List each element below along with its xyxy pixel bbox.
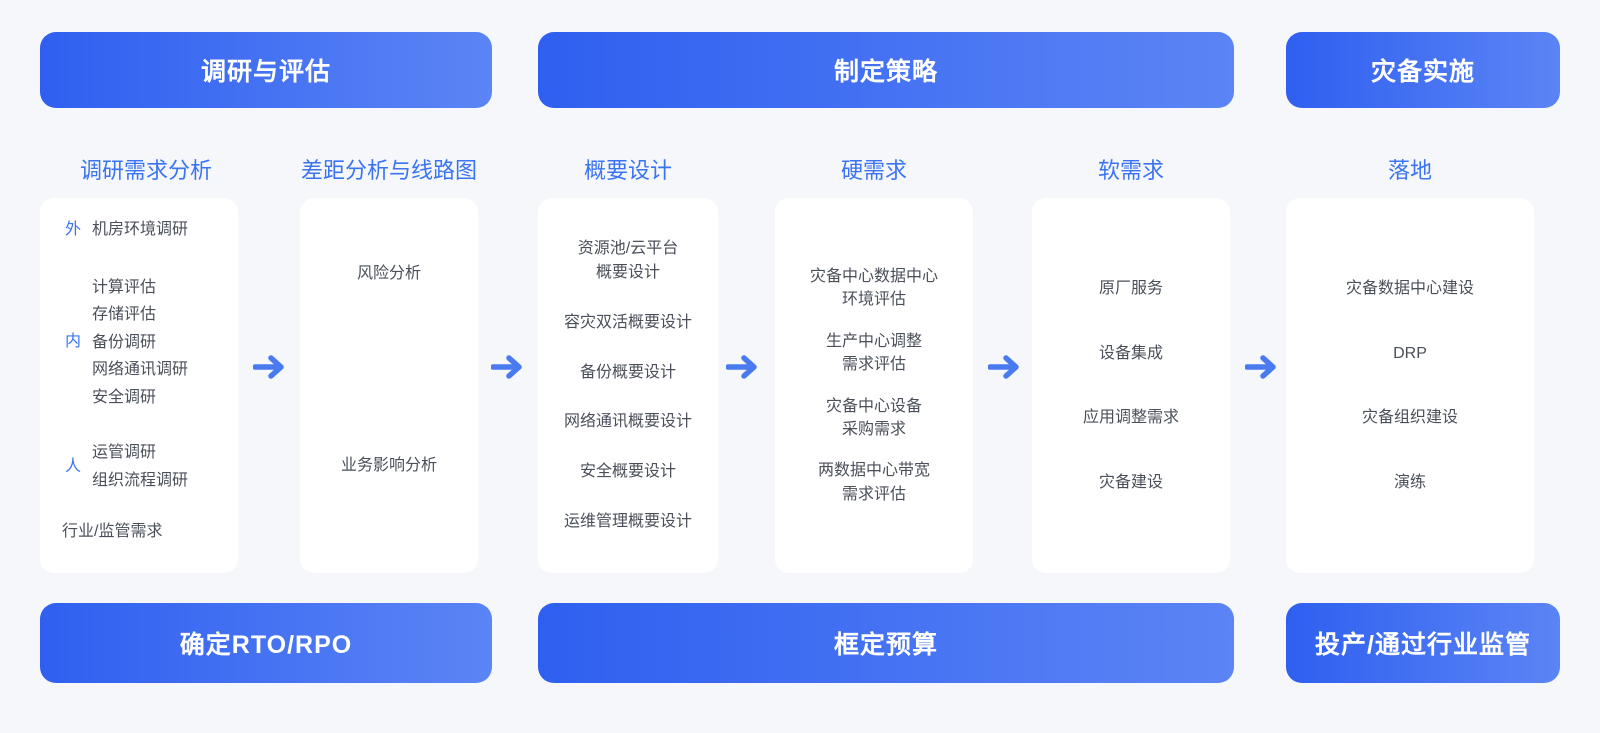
arrow-right-icon (726, 352, 760, 382)
card-gap-analysis: 风险分析 业务影响分析 (300, 198, 478, 573)
spacer (54, 411, 224, 439)
column-title-requirement-analysis: 调研需求分析 (79, 158, 212, 183)
list-item: 存储评估 (92, 306, 157, 324)
column-title-gap-analysis: 差距分析与线路图 (300, 158, 477, 183)
card-outline-design: 资源池/云平台 概要设计 容灾双活概要设计 备份概要设计 网络通讯概要设计 安全… (538, 198, 718, 573)
list-item: 运管调研 (92, 444, 157, 462)
list-item: 灾备中心设备 采购需求 (825, 397, 922, 438)
column-title-landing: 落地 (1387, 158, 1432, 183)
list-item: 机房环境调研 (92, 221, 189, 238)
arrow-right-icon (491, 352, 525, 382)
list-item: 风险分析 (356, 265, 421, 282)
group-items-internal: 计算评估 存储评估 备份调研 网络通讯调研 安全调研 (92, 274, 224, 412)
list-item: 网络通讯概要设计 (563, 413, 692, 431)
phase-banner-strategy[interactable]: 制定策略 (538, 32, 1234, 108)
phase-banner-implementation[interactable]: 灾备实施 (1286, 32, 1560, 108)
card-soft-requirements: 原厂服务 设备集成 应用调整需求 灾备建设 (1032, 198, 1230, 573)
list-item: 资源池/云平台 概要设计 (577, 240, 679, 281)
list-item: 备份调研 (92, 333, 157, 351)
outcome-banner-budget[interactable]: 框定预算 (538, 603, 1234, 683)
group-items-people: 运管调研 组织流程调研 (92, 439, 224, 494)
card-landing: 灾备数据中心建设 DRP 灾备组织建设 演练 (1286, 198, 1534, 573)
list-item: 安全调研 (92, 388, 157, 406)
list-item: 容灾双活概要设计 (563, 313, 692, 331)
group-label-people: 人 (64, 457, 81, 475)
list-item: DRP (1393, 344, 1427, 362)
list-item: 组织流程调研 (92, 471, 189, 489)
list-item: 原厂服务 (1098, 279, 1163, 297)
list-item: 业务影响分析 (340, 456, 437, 474)
list-item: 生产中心调整 需求评估 (825, 332, 922, 374)
list-item: 演练 (1393, 474, 1426, 492)
card-requirement-analysis: 外 机房环境调研 内 计算评估 存储评估 备份调研 网络通讯调研 安全调研 人 … (40, 198, 238, 573)
list-item: 灾备组织建设 (1361, 409, 1458, 427)
arrow-right-icon (253, 352, 287, 382)
group-items-external: 机房环境调研 (92, 216, 224, 244)
list-item: 灾备建设 (1098, 474, 1163, 492)
column-title-hard-requirements: 硬需求 (840, 158, 907, 183)
spacer (54, 244, 224, 274)
group-label-external: 外 (64, 220, 81, 238)
group-internal: 内 计算评估 存储评估 备份调研 网络通讯调研 安全调研 (54, 274, 224, 412)
list-item: 运维管理概要设计 (563, 513, 692, 531)
group-people: 人 运管调研 组织流程调研 (54, 439, 224, 494)
spacer (54, 494, 224, 520)
arrow-right-icon (988, 352, 1022, 382)
column-title-outline-design: 概要设计 (583, 158, 672, 183)
list-item: 备份概要设计 (579, 363, 676, 381)
list-item: 安全概要设计 (579, 463, 676, 481)
list-item: 灾备中心数据中心 环境评估 (809, 268, 938, 309)
outcome-banner-compliance[interactable]: 投产/通过行业监管 (1286, 603, 1560, 683)
list-item-regulatory: 行业/监管需求 (62, 523, 163, 541)
outcome-banner-rto-rpo[interactable]: 确定RTO/RPO (40, 603, 492, 683)
list-item: 两数据中心带宽 需求评估 (817, 462, 930, 503)
list-item: 设备集成 (1098, 344, 1163, 362)
list-item: 网络通讯调研 (92, 361, 189, 379)
group-label-internal: 内 (64, 333, 81, 351)
group-external: 外 机房环境调研 (54, 216, 224, 244)
phase-banner-row: 调研与评估 制定策略 灾备实施 (0, 0, 1600, 140)
list-item: 灾备数据中心建设 (1345, 279, 1474, 297)
phase-banner-research[interactable]: 调研与评估 (40, 32, 492, 108)
column-title-soft-requirements: 软需求 (1097, 158, 1164, 183)
list-item: 计算评估 (92, 278, 157, 296)
arrow-right-icon (1245, 352, 1279, 382)
card-hard-requirements: 灾备中心数据中心 环境评估 生产中心调整 需求评估 灾备中心设备 采购需求 两数… (775, 198, 973, 573)
list-item: 应用调整需求 (1082, 409, 1179, 427)
